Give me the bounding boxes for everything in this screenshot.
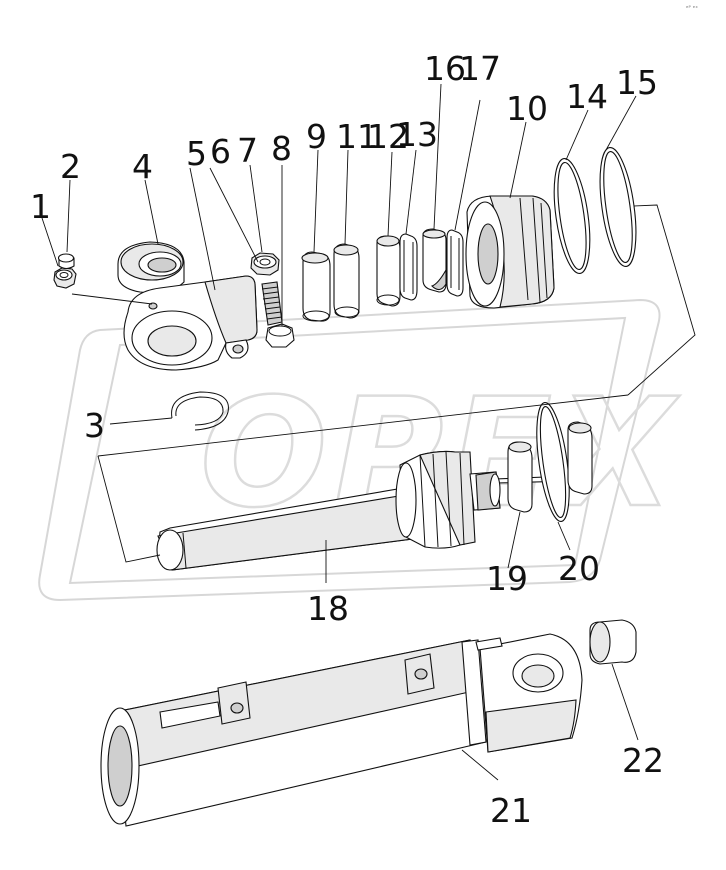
- part-17-o-ring: [446, 229, 464, 297]
- callout-1: 1: [30, 187, 51, 226]
- callout-10: 10: [506, 89, 548, 128]
- part-3-snap-ring: [171, 391, 229, 431]
- part-6-nut: [250, 252, 280, 276]
- corner-mark: ᵉᴾ ᵉˣ: [686, 5, 698, 12]
- part-12-ring: [376, 235, 401, 307]
- callout-13: 13: [396, 115, 438, 154]
- part-1-nut: [53, 267, 77, 289]
- rod-eye-head: [123, 275, 258, 371]
- part-14-ring: [553, 157, 591, 275]
- part-7-threaded-stud: [261, 281, 283, 326]
- part-18-piston-rod: [156, 450, 573, 571]
- part-11-seal: [333, 243, 360, 319]
- part-9-wiper-seal: [301, 251, 331, 322]
- part-10-gland: [465, 195, 555, 309]
- callout-19: 19: [486, 559, 528, 598]
- part-21-cylinder-tube: [100, 633, 583, 827]
- callout-11: 11: [336, 117, 378, 156]
- callout-8: 8: [271, 129, 292, 168]
- callout-numbers: 1 2 3 4 5 6 7 8 9 11 12 13 16 17 10 14 1…: [30, 49, 664, 830]
- part-8-bolt: [265, 323, 295, 348]
- callout-17: 17: [459, 49, 501, 88]
- leader-lines: [41, 83, 696, 781]
- part-16-sleeve: [422, 228, 447, 293]
- callout-15: 15: [616, 63, 658, 102]
- part-15-ring: [599, 146, 637, 268]
- callout-5: 5: [186, 134, 207, 173]
- callout-6: 6: [210, 132, 231, 171]
- callout-21: 21: [490, 791, 532, 830]
- callout-22: 22: [622, 741, 664, 780]
- part-22-bushing: [589, 619, 637, 665]
- callout-3: 3: [84, 406, 105, 445]
- part-2-cap: [57, 253, 75, 270]
- callout-9: 9: [306, 117, 327, 156]
- callout-20: 20: [558, 549, 600, 588]
- callout-7: 7: [237, 131, 258, 170]
- part-20-ring: [536, 402, 593, 522]
- callout-12: 12: [367, 117, 409, 156]
- part-19-seal: [507, 441, 533, 513]
- callout-2: 2: [60, 147, 81, 186]
- callout-4: 4: [132, 147, 153, 186]
- callout-16: 16: [424, 49, 466, 88]
- callout-14: 14: [566, 77, 608, 116]
- part-13-o-ring: [399, 233, 418, 301]
- callout-18: 18: [307, 589, 349, 628]
- part-4-bushing: [117, 241, 185, 294]
